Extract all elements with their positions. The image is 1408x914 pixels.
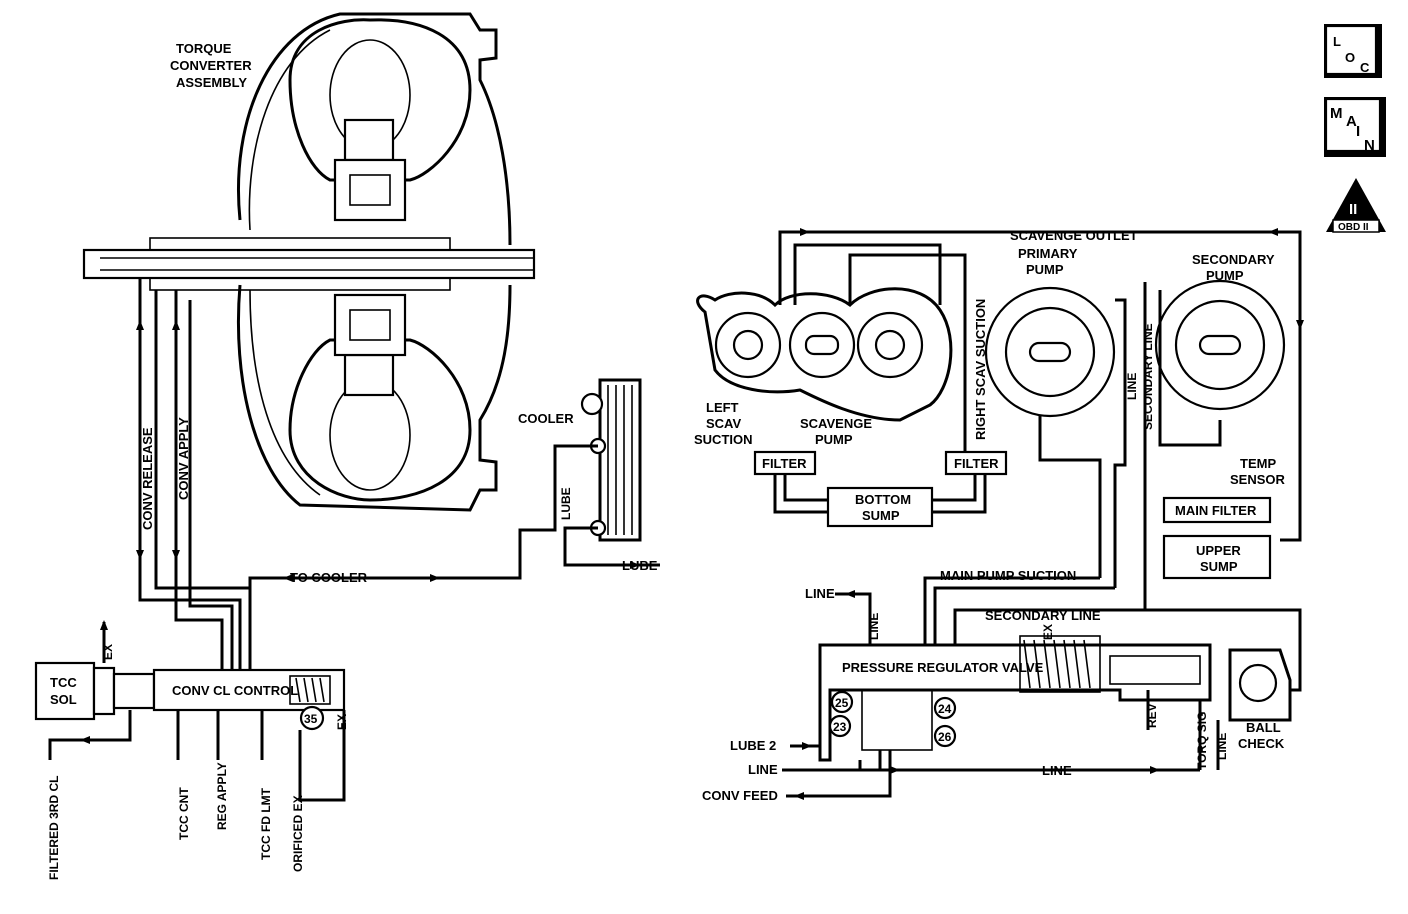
conv-release-label: CONV RELEASE bbox=[140, 427, 155, 530]
right-scav-suction-label: RIGHT SCAV SUCTION bbox=[973, 299, 988, 440]
conv-cl-control-label: CONV CL CONTROL bbox=[172, 683, 298, 698]
check-balls: 25 23 24 26 bbox=[828, 689, 957, 751]
conv-channels: CONV RELEASE CONV APPLY bbox=[136, 278, 252, 675]
svg-text:ASSEMBLY: ASSEMBLY bbox=[176, 75, 247, 90]
svg-text:SUMP: SUMP bbox=[1200, 559, 1238, 574]
svg-text:CONVERTER: CONVERTER bbox=[170, 58, 252, 73]
svg-text:PUMP: PUMP bbox=[1026, 262, 1064, 277]
pressure-regulator-valve: PRESSURE REGULATOR VALVE BALL CHECK REV … bbox=[818, 635, 1292, 770]
loc-badge: L O C bbox=[1324, 24, 1382, 78]
svg-text:PRIMARY: PRIMARY bbox=[1018, 246, 1078, 261]
conv-feed-label: CONV FEED bbox=[702, 788, 778, 803]
main-badge: M A I N bbox=[1324, 97, 1386, 157]
cooler: COOLER LUBE LUBE TO COOLER bbox=[248, 378, 660, 675]
primary-pump: PRIMARY PUMP LINE bbox=[984, 246, 1139, 588]
pressure-regulator-valve-label: PRESSURE REGULATOR VALVE bbox=[842, 660, 1044, 675]
check-35: 35 bbox=[304, 712, 318, 726]
svg-text:EX: EX bbox=[1041, 624, 1055, 640]
svg-text:PUMP: PUMP bbox=[1206, 268, 1244, 283]
main-pump-suction-label: MAIN PUMP SUCTION bbox=[940, 568, 1076, 583]
line-bottom-label: LINE bbox=[1042, 763, 1072, 778]
lube-2-label: LUBE 2 bbox=[730, 738, 776, 753]
svg-text:26: 26 bbox=[938, 730, 952, 744]
svg-text:REG APPLY: REG APPLY bbox=[215, 762, 229, 830]
line-left-label: LINE bbox=[805, 586, 835, 601]
bottom-port-labels: FILTERED 3RD CL TCC CNT REG APPLY TCC FD… bbox=[47, 762, 305, 880]
filter-right: FILTER bbox=[954, 456, 999, 471]
svg-text:TCC CNT: TCC CNT bbox=[177, 787, 191, 840]
svg-text:N: N bbox=[1364, 137, 1375, 154]
svg-text:23: 23 bbox=[833, 720, 847, 734]
svg-text:II: II bbox=[1349, 201, 1357, 218]
conv-apply-label: CONV APPLY bbox=[176, 417, 191, 500]
svg-text:L: L bbox=[1333, 34, 1341, 49]
bottom-supply-lines: LUBE 2 LINE LINE CONV FEED bbox=[702, 738, 1200, 803]
svg-text:BALL: BALL bbox=[1246, 720, 1281, 735]
svg-text:O: O bbox=[1345, 50, 1355, 65]
ex-right-label: EX bbox=[335, 714, 349, 730]
svg-text:C: C bbox=[1360, 60, 1370, 75]
scavenge-outlet-label: SCAVENGE OUTLET bbox=[1010, 228, 1138, 243]
svg-text:FILTERED 3RD CL: FILTERED 3RD CL bbox=[47, 776, 61, 880]
secondary-line-vertical-label: SECONDARY LINE bbox=[1141, 323, 1155, 430]
svg-text:SUMP: SUMP bbox=[862, 508, 900, 523]
svg-text:TEMP: TEMP bbox=[1240, 456, 1276, 471]
svg-text:I: I bbox=[1356, 123, 1360, 140]
lube-vertical-label: LUBE bbox=[559, 487, 573, 520]
main-pump-suction-lines: MAIN PUMP SUCTION LINE LINE SECONDARY LI… bbox=[805, 568, 1302, 692]
svg-text:TCC: TCC bbox=[50, 675, 77, 690]
scavenge-suction-lines: RIGHT SCAV SUCTION FILTER FILTER BOTTOM … bbox=[753, 253, 1008, 528]
scavenge-pump-assembly: LEFT SCAV SUCTION SCAVENGE PUMP bbox=[694, 287, 953, 447]
svg-text:CHECK: CHECK bbox=[1238, 736, 1285, 751]
svg-text:SCAVENGE: SCAVENGE bbox=[800, 416, 872, 431]
line-in-label: LINE bbox=[748, 762, 778, 777]
filter-left: FILTER bbox=[762, 456, 807, 471]
scavenge-outlet-lines: SCAVENGE OUTLET bbox=[778, 228, 1304, 542]
svg-text:24: 24 bbox=[938, 702, 952, 716]
svg-text:25: 25 bbox=[835, 696, 849, 710]
conv-cl-control-valve: CONV CL CONTROL 35 EX bbox=[48, 668, 349, 802]
lube-out-label: LUBE bbox=[622, 558, 658, 573]
cooler-label: COOLER bbox=[518, 411, 574, 426]
torq-sig-label: TORQ SIG bbox=[1195, 712, 1209, 770]
ex-top-label: EX bbox=[101, 644, 115, 660]
svg-text:A: A bbox=[1346, 113, 1357, 130]
svg-text:LINE: LINE bbox=[867, 613, 881, 640]
svg-text:SCAV: SCAV bbox=[706, 416, 741, 431]
svg-text:ORIFICED EX: ORIFICED EX bbox=[291, 795, 305, 872]
secondary-line-horizontal-label: SECONDARY LINE bbox=[985, 608, 1101, 623]
svg-text:TCC FD LMT: TCC FD LMT bbox=[259, 787, 273, 860]
secondary-pump: SECONDARY PUMP SECONDARY LINE TEMP SENSO… bbox=[1141, 252, 1286, 610]
svg-text:SOL: SOL bbox=[50, 692, 77, 707]
to-cooler-label: TO COOLER bbox=[290, 570, 368, 585]
torque-converter: TORQUE CONVERTER ASSEMBLY bbox=[82, 12, 536, 512]
svg-text:SECONDARY: SECONDARY bbox=[1192, 252, 1275, 267]
tcc-solenoid: TCC SOL EX bbox=[34, 620, 156, 721]
svg-text:OBD II: OBD II bbox=[1338, 222, 1369, 233]
torque-converter-label: TORQUE bbox=[176, 41, 232, 56]
obd-ii-badge: II OBD II bbox=[1326, 178, 1386, 233]
line-vertical-label: LINE bbox=[1125, 373, 1139, 400]
main-filter: MAIN FILTER bbox=[1175, 503, 1257, 518]
svg-text:BOTTOM: BOTTOM bbox=[855, 492, 911, 507]
svg-text:SUCTION: SUCTION bbox=[694, 432, 753, 447]
svg-text:PUMP: PUMP bbox=[815, 432, 853, 447]
svg-text:M: M bbox=[1330, 105, 1343, 122]
svg-text:SENSOR: SENSOR bbox=[1230, 472, 1286, 487]
svg-text:UPPER: UPPER bbox=[1196, 543, 1241, 558]
svg-text:LEFT: LEFT bbox=[706, 400, 739, 415]
